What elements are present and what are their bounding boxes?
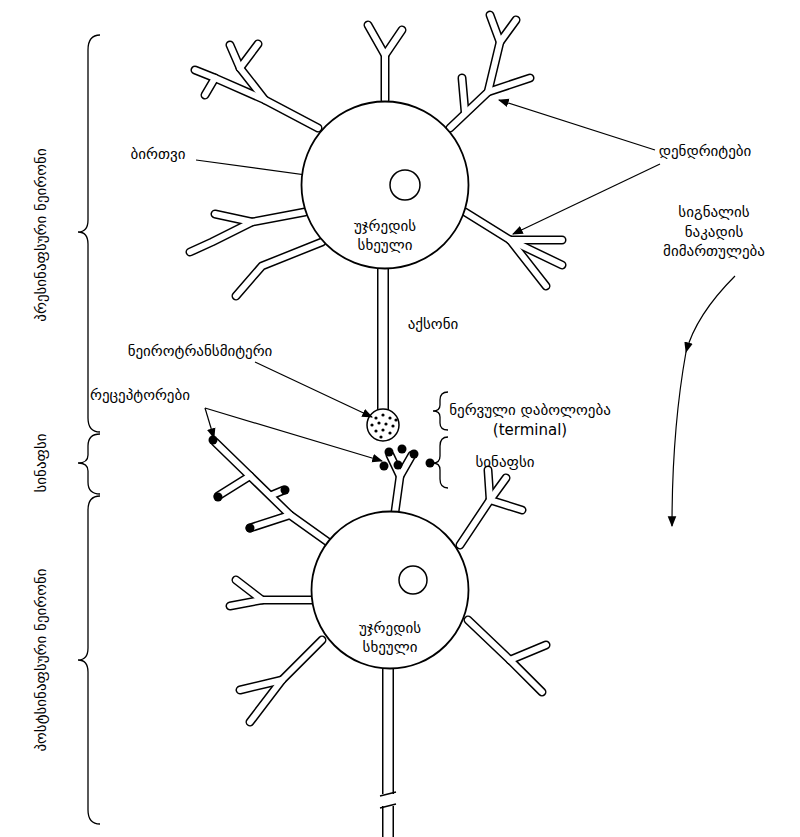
bracket-label: პოსტსინაფსური ნეირონი (32, 568, 52, 751)
axon-break (380, 792, 396, 808)
cell-body: უჯრედის სხეული (310, 510, 470, 670)
dendrite-fill (190, 15, 562, 722)
leader-arrow (196, 100, 735, 526)
part-label: ნეიროტრანსმიტერი (128, 342, 273, 362)
cell-body-circle (302, 102, 469, 269)
dendrite-outline (190, 15, 562, 722)
part-label: ბირთვი (131, 145, 186, 165)
cell-body-circle (312, 512, 469, 669)
part-label: სიგნალის ნაკადის მიმართულება (652, 203, 777, 262)
bracket-label: პრესინაფსური ნეირონი (32, 148, 52, 321)
cell-body-label: უჯრედის სხეული (342, 619, 438, 657)
bracket-label: სინაფსი (32, 433, 52, 492)
cell-body-label: უჯრედის სხეული (337, 217, 433, 255)
part-label: აქსონი (408, 315, 459, 335)
neurotransmitter-vesicles (370, 413, 397, 438)
part-label: რეცეპტორები (90, 386, 190, 406)
part-label: დენდრიტები (659, 142, 752, 162)
cell-body: უჯრედის სხეული (300, 100, 470, 270)
part-label: ნერვული დაბოლოება (terminal) (443, 401, 618, 440)
nerve-terminal (367, 409, 399, 441)
part-label: სინაფსი (475, 453, 534, 473)
